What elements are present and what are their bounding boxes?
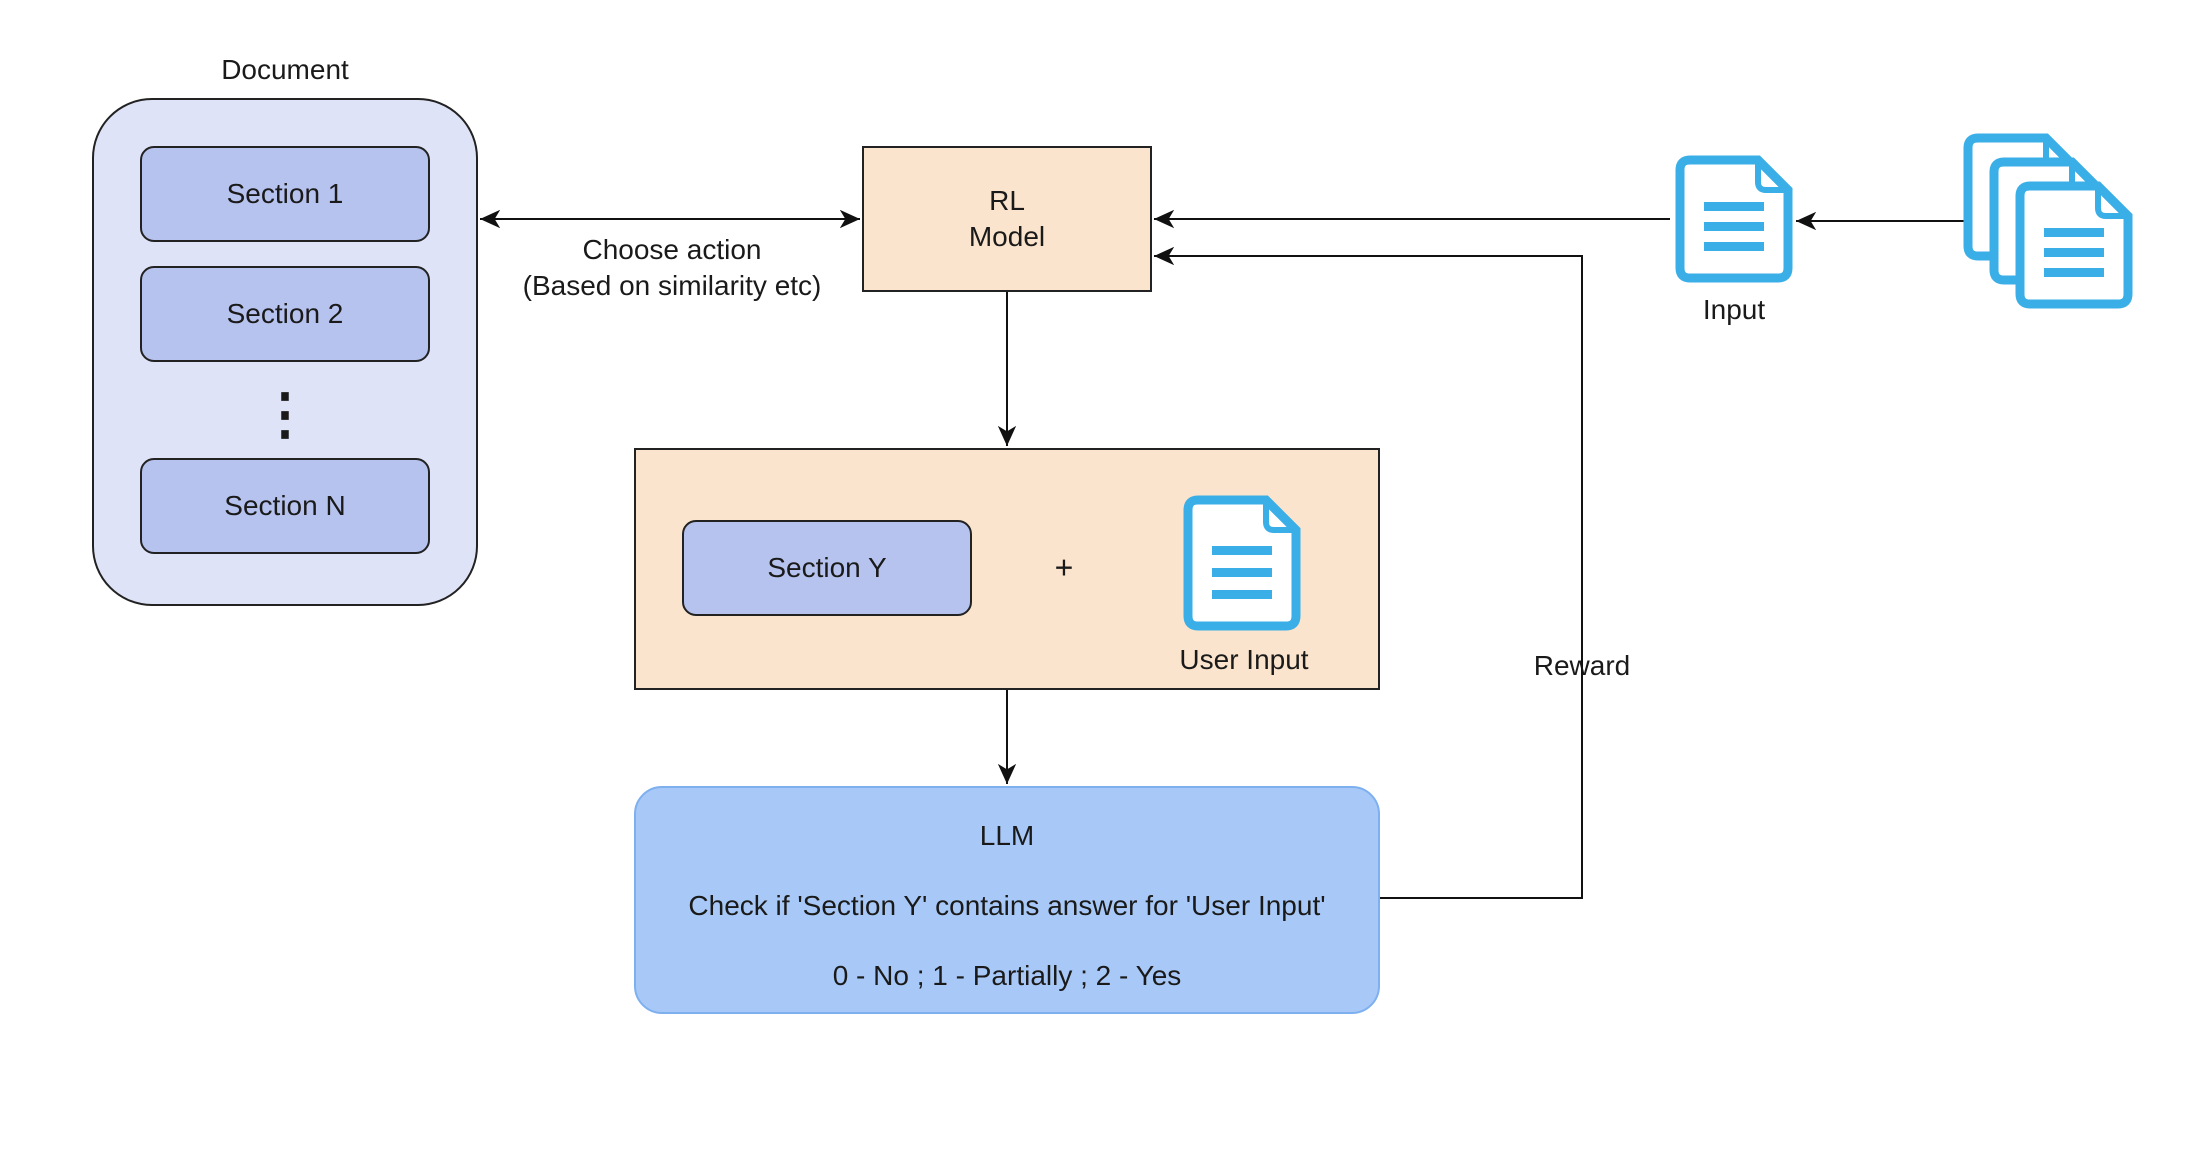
section-1-node: Section 1 (140, 146, 430, 242)
choose-action-sublabel: (Based on similarity etc) (522, 270, 822, 301)
document-title: Document (221, 54, 349, 85)
edge-llm-reward-rl (1154, 246, 1583, 899)
plus-sign: + (1054, 549, 1074, 586)
file-icon (1675, 155, 1793, 283)
choose-action-label: Choose action (582, 234, 762, 265)
user-input-file-icon (1183, 495, 1301, 631)
section-y-node: Section Y (682, 520, 972, 616)
section-n-node: Section N (140, 458, 430, 554)
file-stack-icon (1963, 133, 2133, 309)
rl-model-node: RL Model (862, 146, 1152, 292)
section-2-node: Section 2 (140, 266, 430, 362)
llm-node (634, 786, 1380, 1014)
llm-title: LLM (979, 820, 1035, 851)
ellipsis: ⋮ (257, 382, 313, 445)
rl-model-line1: RL (989, 185, 1025, 216)
rl-model-line2: Model (968, 221, 1046, 252)
user-input-label: User Input (1179, 644, 1309, 675)
input-label: Input (1702, 294, 1766, 325)
llm-line2: 0 - No ; 1 - Partially ; 2 - Yes (832, 960, 1182, 991)
llm-line1: Check if 'Section Y' contains answer for… (688, 890, 1326, 921)
